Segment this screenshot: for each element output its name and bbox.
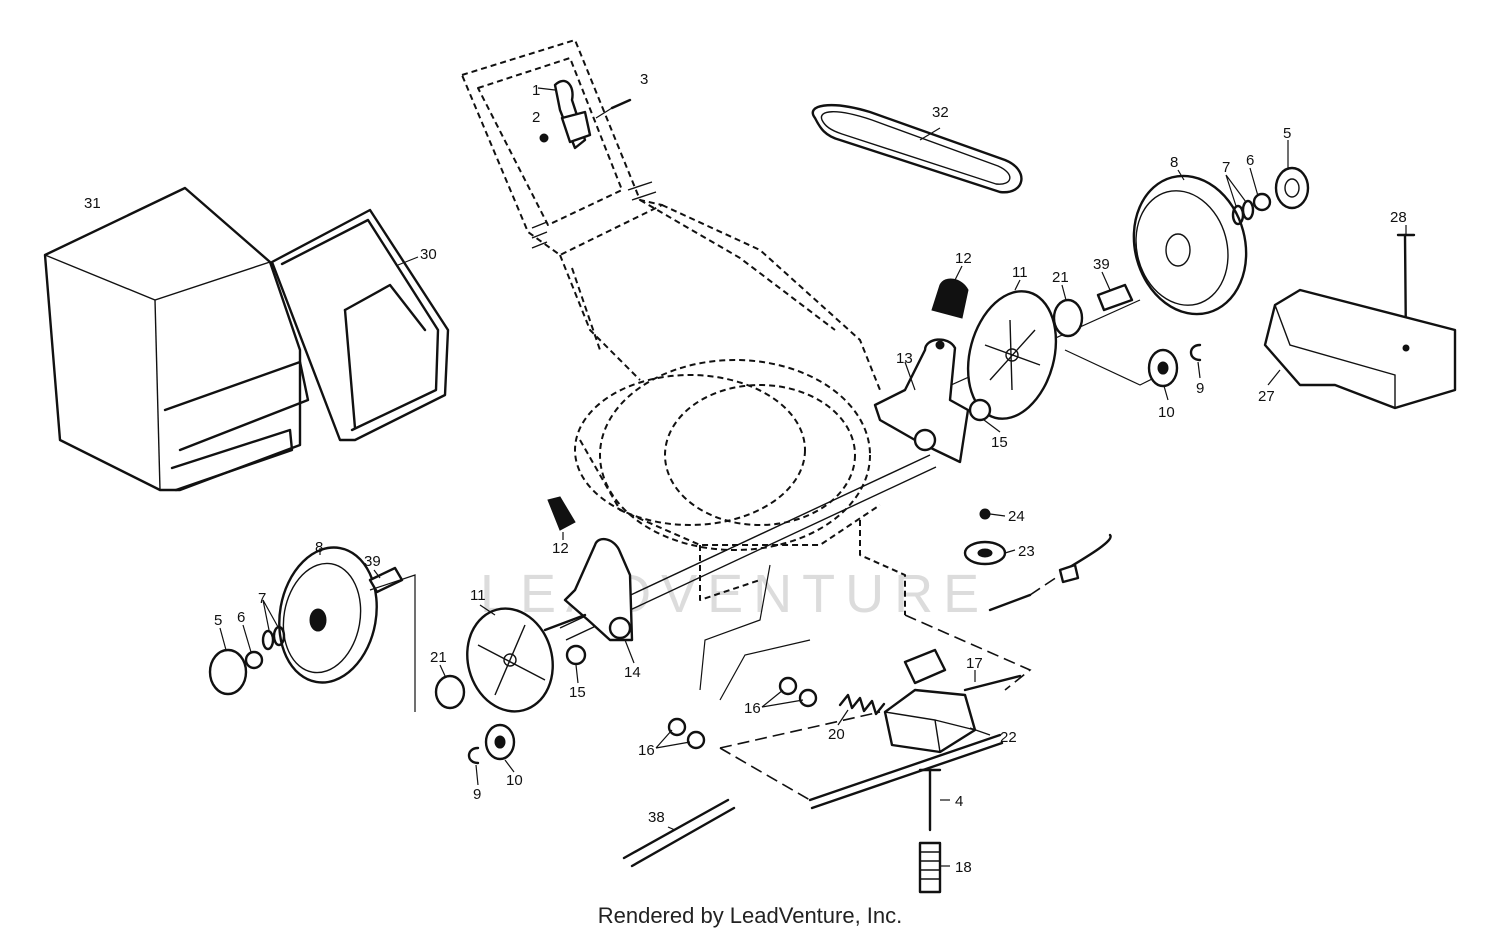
callout-18: 18 — [955, 859, 972, 876]
part-17-pin — [963, 674, 1022, 692]
part-12-right-knob — [931, 278, 969, 319]
leaders — [219, 127, 1407, 867]
part-20-spring — [838, 693, 886, 716]
callout-39-left: 39 — [364, 553, 381, 570]
part-38-rod — [622, 798, 736, 868]
part-6-left-nut — [244, 650, 264, 670]
part-4-shaft — [808, 733, 1004, 832]
part-18-spring — [918, 841, 942, 894]
callout-11-right: 11 — [1012, 264, 1028, 281]
callout-6-left: 6 — [237, 609, 245, 626]
part-10-left-pinion — [484, 723, 516, 761]
part-7-left-spring — [261, 625, 286, 651]
part-14-left-bracket — [543, 537, 634, 642]
callout-17: 17 — [966, 655, 983, 672]
callout-10-left: 10 — [506, 772, 523, 789]
callout-28: 28 — [1390, 209, 1407, 226]
callout-20: 20 — [828, 726, 845, 743]
part-8-right-wheel — [1132, 174, 1248, 316]
callout-10-right: 10 — [1158, 404, 1175, 421]
callout-1: 1 — [532, 82, 540, 99]
callout-30: 30 — [420, 246, 437, 263]
part-23-pulley — [963, 540, 1007, 566]
callout-39-right: 39 — [1093, 256, 1110, 273]
part-15-right-gear — [968, 398, 992, 422]
callout-12-left: 12 — [552, 540, 569, 557]
callout-16-a: 16 — [744, 700, 761, 717]
part-9-right-clip — [1189, 343, 1202, 362]
callout-9-right: 9 — [1196, 380, 1204, 397]
callout-5-right: 5 — [1283, 125, 1291, 142]
part-21-left-washer — [434, 674, 466, 710]
part-11-left-hubcap — [466, 607, 554, 713]
callout-27: 27 — [1258, 388, 1275, 405]
callout-8-left: 8 — [315, 539, 323, 556]
part-27-deflector — [1263, 288, 1457, 410]
part-7-right-spring — [1231, 199, 1255, 226]
callout-9-left: 9 — [473, 786, 481, 803]
part-16-nuts — [667, 676, 818, 750]
callout-15-left: 15 — [569, 684, 586, 701]
callout-23: 23 — [1018, 543, 1035, 560]
part-15-left-gear — [565, 644, 587, 666]
part-9-left-clip — [467, 746, 480, 765]
callout-5-left: 5 — [214, 612, 222, 629]
callout-22: 22 — [1000, 729, 1017, 746]
callout-21-right: 21 — [1052, 269, 1069, 286]
callout-3: 3 — [640, 71, 648, 88]
frame-outline — [461, 39, 906, 615]
cable — [988, 533, 1112, 612]
callout-11-left: 11 — [470, 587, 486, 604]
callout-8-right: 8 — [1170, 154, 1178, 171]
callout-12-right: 12 — [955, 250, 972, 267]
callout-7-right: 7 — [1222, 159, 1230, 176]
part-10-right-pinion — [1147, 348, 1179, 388]
callout-6-right: 6 — [1246, 152, 1254, 169]
part-6-right-nut — [1252, 192, 1272, 212]
part-13-right-bracket — [873, 338, 970, 464]
callout-38: 38 — [648, 809, 665, 826]
callout-24: 24 — [1008, 508, 1025, 525]
callout-14: 14 — [624, 664, 641, 681]
callout-labels: 1 2 3 32 5 6 7 8 31 30 28 12 11 21 39 13… — [84, 71, 1407, 876]
callout-13: 13 — [896, 350, 913, 367]
callout-21-left: 21 — [430, 649, 447, 666]
callout-7-left: 7 — [258, 590, 266, 607]
part-32-belt — [811, 103, 1023, 194]
guide-lines — [369, 564, 1032, 801]
callout-16-b: 16 — [638, 742, 655, 759]
footer-credit: Rendered by LeadVenture, Inc. — [597, 903, 903, 928]
callout-4: 4 — [955, 793, 963, 810]
part-1-lever — [537, 79, 632, 150]
watermark: LEADVENTURE — [480, 564, 989, 624]
callout-2: 2 — [532, 109, 540, 126]
callout-32: 32 — [932, 104, 949, 121]
part-5-right-cap — [1274, 166, 1310, 210]
part-21-right-washer — [1052, 298, 1084, 338]
part-8-left-wheel — [278, 546, 378, 684]
part-11-right-hubcap — [966, 290, 1058, 420]
part-39-right-bushing — [1096, 283, 1134, 312]
part-12-left-knob — [547, 496, 576, 531]
part-31-grass-bag — [43, 186, 310, 492]
callout-31: 31 — [84, 195, 101, 212]
part-30-bag-frame — [270, 208, 450, 442]
callout-15-right: 15 — [991, 434, 1008, 451]
part-24-nut — [979, 508, 991, 520]
part-5-left-cap — [208, 648, 248, 696]
part-22-transmission — [883, 648, 977, 754]
